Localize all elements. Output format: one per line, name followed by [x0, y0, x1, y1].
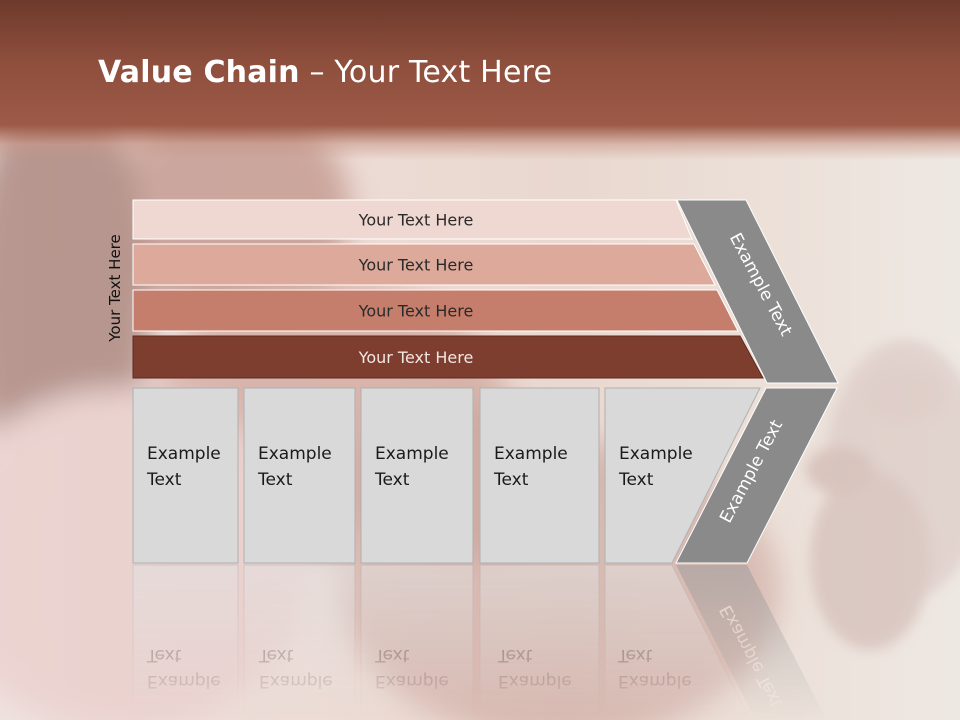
activity-box-shape [360, 387, 474, 564]
header-band [0, 0, 960, 160]
side-label: Your Text Here [106, 234, 124, 342]
activity-box-label-line1: Example [375, 444, 449, 464]
value-bar: Your Text Here [132, 335, 764, 379]
svg-text:Text: Text [497, 645, 533, 665]
page-title: Value Chain – Your Text Here [98, 55, 553, 90]
svg-text:Example: Example [259, 671, 333, 691]
activity-box-label-line2: Text [146, 470, 182, 490]
activity-box-label-line2: Text [374, 470, 410, 490]
activity-boxes: ExampleTextExampleTextExampleTextExample… [132, 387, 761, 564]
activity-box-shape [132, 387, 239, 564]
activity-box-label-line2: Text [618, 470, 654, 490]
value-bar-label: Your Text Here [358, 302, 474, 321]
value-bar-shape [132, 243, 716, 286]
svg-text:Example: Example [498, 671, 572, 691]
value-bar-label: Your Text Here [358, 256, 474, 275]
value-bar-shape [132, 335, 764, 379]
svg-text:Text: Text [146, 645, 182, 665]
value-bar: Your Text Here [132, 199, 693, 240]
svg-text:Example: Example [147, 671, 221, 691]
value-bar-label: Your Text Here [358, 211, 474, 230]
value-bar-shape [132, 199, 693, 240]
activity-box-shape [243, 387, 356, 564]
value-bar-shape [132, 289, 739, 332]
activity-box-label-line1: Example [619, 444, 693, 464]
svg-text:Example: Example [618, 671, 692, 691]
activity-box-shape [479, 387, 600, 564]
svg-text:Text: Text [617, 645, 653, 665]
activity-box-label-line1: Example [258, 444, 332, 464]
activity-box-label-line1: Example [147, 444, 221, 464]
activity-box-label-line2: Text [257, 470, 293, 490]
activity-box-shape [604, 387, 761, 564]
activity-box-label-line1: Example [494, 444, 568, 464]
svg-text:Text: Text [374, 645, 410, 665]
value-bar: Your Text Here [132, 289, 739, 332]
activity-box-label-line2: Text [493, 470, 529, 490]
svg-text:Text: Text [258, 645, 294, 665]
value-bar-label: Your Text Here [358, 348, 474, 367]
svg-text:Example: Example [375, 671, 449, 691]
value-bar: Your Text Here [132, 243, 716, 286]
